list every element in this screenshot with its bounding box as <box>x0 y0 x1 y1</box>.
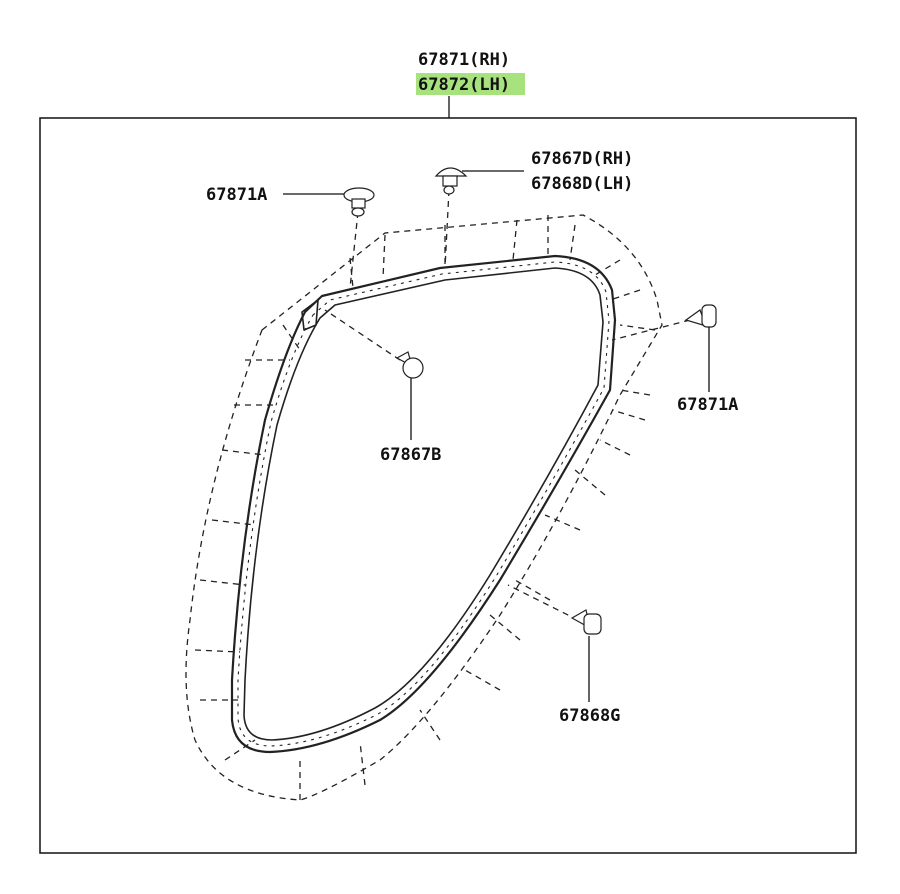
weatherstrip-flange <box>237 261 610 747</box>
clip-67871a-right-icon[interactable] <box>684 304 717 328</box>
clip-67871a-top-left-icon[interactable] <box>343 187 375 217</box>
clip-leader-top-right <box>444 189 450 269</box>
part-label-67867d-rh[interactable]: 67867D(RH) <box>531 149 633 169</box>
weatherstrip-inner-edge <box>243 267 604 741</box>
clip-leader-right <box>611 319 691 341</box>
clip-67867b-icon[interactable] <box>395 351 424 379</box>
part-label-67871a-right[interactable]: 67871A <box>677 395 738 415</box>
weatherstrip-outer-edge <box>230 254 617 754</box>
clip-leader-lower-right <box>507 584 579 621</box>
part-number-main-lh[interactable]: 67872(LH) <box>418 75 510 95</box>
diagram-frame <box>39 117 857 854</box>
part-number-main-rh[interactable]: 67871(RH) <box>418 50 510 70</box>
clip-67867d-icon[interactable] <box>434 167 468 195</box>
door-inner-dashed <box>194 215 656 800</box>
clip-67868g-icon[interactable] <box>570 609 602 635</box>
selected-part-highlight <box>416 73 525 95</box>
weatherstrip-corner-tab <box>301 299 319 331</box>
door-outline-dashed <box>185 214 663 801</box>
part-label-67867b[interactable]: 67867B <box>380 445 441 465</box>
clip-leader-center <box>324 309 401 361</box>
part-label-67868g[interactable]: 67868G <box>559 706 620 726</box>
part-label-67868d-lh[interactable]: 67868D(LH) <box>531 174 633 194</box>
clip-leader-top-left <box>349 211 359 289</box>
part-label-67871a-top[interactable]: 67871A <box>206 185 267 205</box>
